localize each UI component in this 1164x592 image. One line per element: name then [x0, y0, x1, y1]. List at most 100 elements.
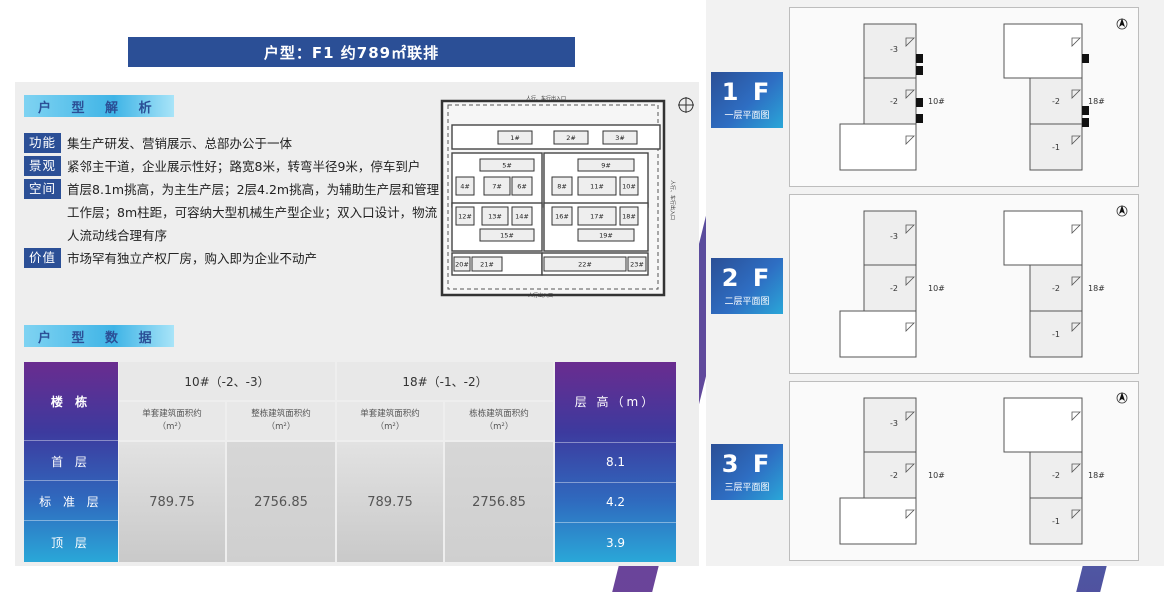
plan-room	[839, 310, 917, 358]
sub-header-unit: 单套建筑面积约（m²）	[337, 402, 443, 440]
door-icon	[1071, 276, 1081, 286]
floor-badge-number: 1 F	[721, 78, 773, 106]
plan-room	[1003, 397, 1083, 453]
unit-number: -2	[890, 284, 898, 293]
site-building-label: 17#	[590, 213, 604, 221]
door-icon	[905, 276, 915, 286]
door-icon	[1071, 37, 1081, 47]
building-label: 18#	[1088, 471, 1105, 480]
plan-room	[1003, 210, 1083, 266]
floor-badge-caption: 一层平面图	[724, 111, 770, 121]
plan-room	[1029, 497, 1083, 545]
door-icon	[1071, 224, 1081, 234]
site-building-label: 20#	[455, 261, 469, 269]
site-building	[553, 130, 589, 145]
row-text: 首层8.1m挑高，为主生产层；2层4.2m挑高，为辅助生产层和管理工作层；8m柱…	[67, 182, 440, 243]
group-10-header: 10#（-2、-3）	[119, 362, 335, 400]
site-building	[455, 206, 475, 226]
unit-number: -3	[890, 419, 898, 428]
site-building-label: 5#	[502, 162, 512, 170]
site-building	[479, 228, 535, 242]
divider	[24, 480, 118, 481]
analysis-heading: 户 型 解 析	[24, 95, 174, 117]
site-building	[455, 176, 475, 196]
plan-room	[1029, 451, 1083, 499]
floor-badge-caption: 二层平面图	[724, 297, 770, 307]
site-building	[627, 256, 647, 272]
unit-number: -2	[890, 97, 898, 106]
site-building	[471, 256, 503, 272]
door-icon	[1071, 411, 1081, 421]
door-icon	[1071, 135, 1081, 145]
col-building-bg	[24, 362, 118, 562]
entrance-icon	[916, 114, 923, 123]
plan-room	[1029, 123, 1083, 171]
unit-number: -1	[1052, 143, 1060, 152]
site-building-label: 21#	[480, 261, 494, 269]
entrance-icon	[1082, 106, 1089, 115]
sub-header-unit: 单套建筑面积约（m²）	[119, 402, 225, 440]
door-icon	[905, 411, 915, 421]
row-label: 价值	[24, 248, 62, 268]
floor-badge-number: 3 F	[721, 450, 773, 478]
building-label: 18#	[1088, 284, 1105, 293]
col-building-header: 楼 栋	[50, 394, 92, 409]
row-text: 集生产研发、营销展示、总部办公于一体	[67, 136, 293, 151]
site-building-label: 15#	[500, 232, 514, 240]
data-table: 楼 栋 首 层 标 准 层 顶 层 10#（-2、-3） 18#（-1、-2） …	[24, 362, 676, 562]
compass-icon	[1116, 392, 1128, 404]
unit-number: -2	[1052, 97, 1060, 106]
door-icon	[1071, 89, 1081, 99]
gate-right-label: 人行、车行出入口	[669, 180, 676, 220]
unit-number: -3	[890, 232, 898, 241]
site-building	[577, 206, 617, 226]
site-building-label: 16#	[555, 213, 569, 221]
door-icon	[1071, 509, 1081, 519]
site-building-label: 22#	[578, 261, 592, 269]
page-title: 户型：F1 约789㎡联排	[128, 37, 575, 67]
door-icon	[1071, 463, 1081, 473]
site-building	[577, 176, 617, 196]
plan-room	[863, 210, 917, 266]
analysis-list: 功能 集生产研发、营销展示、总部办公于一体 景观 紧邻主干道，企业展示性好；路宽…	[24, 132, 444, 270]
analysis-row: 景观 紧邻主干道，企业展示性好；路宽8米，转弯半径9米，停车到户	[24, 155, 444, 178]
entrance-icon	[1082, 54, 1089, 63]
site-building-label: 3#	[615, 134, 625, 142]
site-building	[577, 158, 635, 172]
site-building	[577, 228, 635, 242]
group-18-header: 18#（-1、-2）	[337, 362, 553, 400]
site-building	[551, 206, 573, 226]
site-building-label: 23#	[630, 261, 644, 269]
unit-number: -3	[890, 45, 898, 54]
floor-name: 标 准 层	[39, 494, 103, 509]
entrance-icon	[1082, 118, 1089, 127]
compass-icon	[678, 97, 694, 113]
plan-room	[1029, 264, 1083, 312]
plan-room	[863, 77, 917, 125]
unit-area-18: 789.75	[337, 442, 443, 562]
door-icon	[905, 89, 915, 99]
floor-name: 顶 层	[51, 535, 91, 550]
unit-number: -2	[1052, 471, 1060, 480]
door-icon	[905, 224, 915, 234]
total-area-10: 2756.85	[227, 442, 335, 562]
plan-room	[839, 123, 917, 171]
site-building-label: 9#	[601, 162, 611, 170]
sub-header-total: 整栋建筑面积约（m²）	[227, 402, 335, 440]
plan-room	[863, 264, 917, 312]
entrance-icon	[916, 98, 923, 107]
door-icon	[1071, 322, 1081, 332]
floor-badge-2f: 2 F 二层平面图	[711, 258, 783, 314]
col-height-header: 层 高（m）	[574, 394, 657, 409]
floor-name: 首 层	[51, 454, 91, 469]
door-icon	[905, 463, 915, 473]
analysis-row: 空间 首层8.1m挑高，为主生产层；2层4.2m挑高，为辅助生产层和管理工作层；…	[24, 178, 444, 247]
site-building-label: 14#	[515, 213, 529, 221]
site-building	[483, 176, 511, 196]
floor-badge-number: 2 F	[721, 264, 773, 292]
sub-header-total: 栋栋建筑面积约（m²）	[445, 402, 553, 440]
door-icon	[905, 322, 915, 332]
